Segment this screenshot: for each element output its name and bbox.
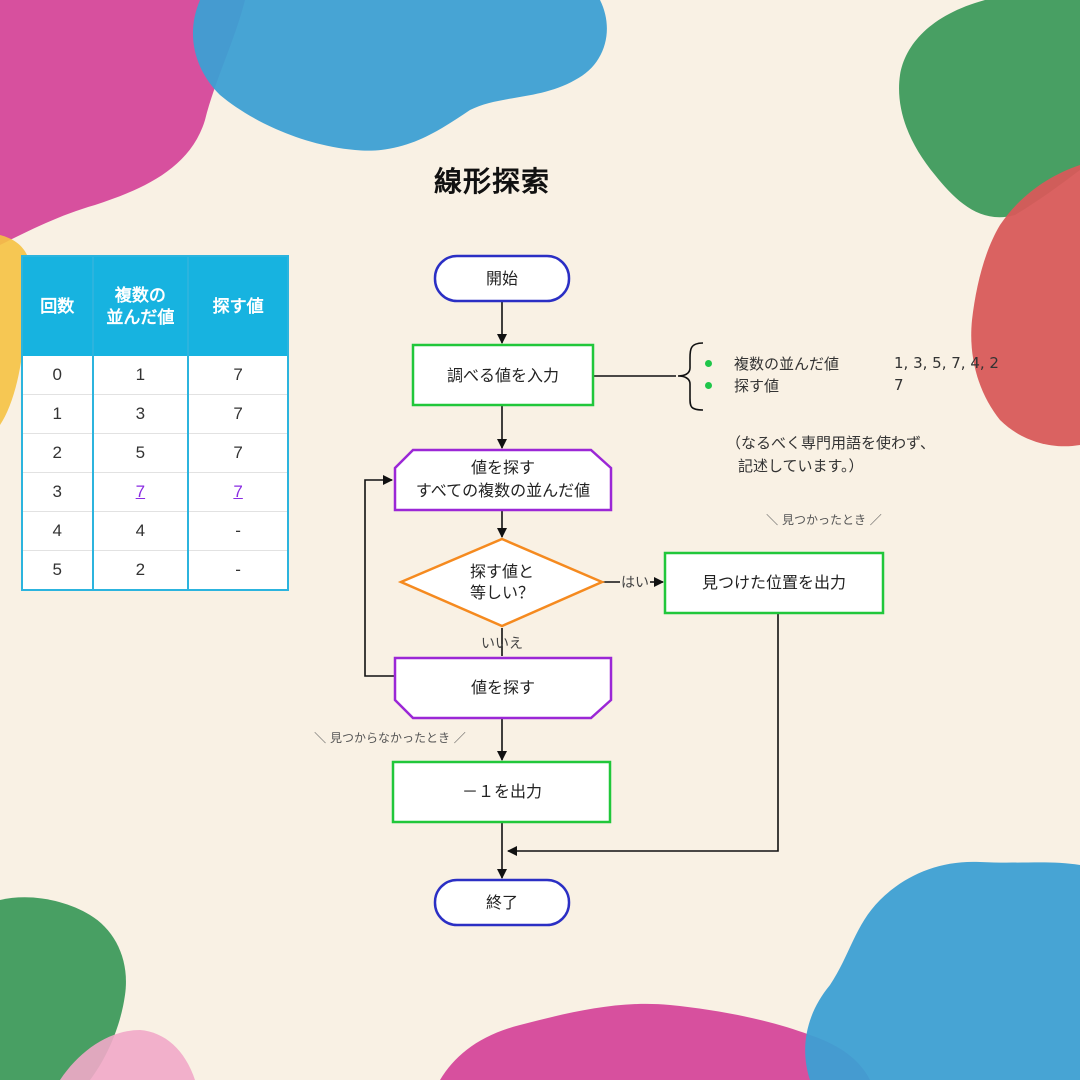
label-loop-end: 値を探す: [471, 678, 535, 697]
cell-value: 4: [92, 511, 190, 551]
curly-brace: [677, 342, 704, 411]
cell-target: 7: [188, 433, 288, 473]
label-yes: はい: [621, 575, 649, 591]
bullet-icon: [705, 359, 712, 367]
node-loop-start[interactable]: [393, 448, 613, 512]
note-not-found: ＼ 見つからなかったとき ／: [314, 731, 466, 745]
note-found: ＼ 見つかったとき ／: [766, 513, 882, 527]
cell-value-link[interactable]: 7: [92, 472, 190, 512]
blob-pink-bottom: [440, 1003, 870, 1080]
blob-red-right: [971, 165, 1080, 447]
header-target: 探す値: [188, 256, 288, 356]
input-value: 1, 3, 5, 7, 4, 2: [894, 354, 999, 372]
input-list: 複数の並んだ値 1, 3, 5, 7, 4, 2 探す値 7: [705, 352, 999, 396]
label-decision-2: 等しい？: [470, 583, 534, 602]
cell-count: 5: [22, 550, 94, 591]
cell-target: -: [188, 550, 288, 591]
cell-count: 0: [22, 356, 94, 395]
note-line-2: 記述しています。）: [738, 457, 864, 475]
table-row: 1 3 7: [22, 394, 288, 434]
label-input: 調べる値を入力: [447, 366, 559, 385]
cell-target-link[interactable]: 7: [188, 472, 288, 512]
edge-loop-back: [364, 475, 395, 677]
label-decision-1: 探す値と: [470, 562, 534, 581]
header-values: 複数の並んだ値: [92, 256, 190, 356]
cell-count: 3: [22, 472, 94, 512]
bullet-icon: [705, 381, 712, 389]
label-end: 終了: [486, 893, 518, 912]
label-start: 開始: [486, 269, 518, 288]
table-row: 2 5 7: [22, 433, 288, 473]
edge-found-merge: [507, 614, 779, 856]
table-row: 4 4 -: [22, 511, 288, 551]
cell-value: 3: [92, 394, 190, 434]
node-output-found[interactable]: [663, 551, 885, 615]
list-item: 複数の並んだ値 1, 3, 5, 7, 4, 2: [705, 352, 999, 374]
node-end[interactable]: [433, 878, 571, 927]
blob-pink-bottom-left: [60, 1030, 195, 1080]
blob-pink-top-left: [0, 0, 245, 245]
table-header-row: 回数 複数の並んだ値 探す値: [22, 256, 288, 356]
list-item: 探す値 7: [705, 374, 999, 396]
node-start[interactable]: [433, 254, 571, 303]
blob-blue-bottom-right: [805, 861, 1080, 1080]
trace-table: 回数 複数の並んだ値 探す値 0 1 7 1 3 7 2 5 7 3 7 7 4…: [21, 255, 289, 591]
label-loop-start-2: すべての複数の並んだ値: [416, 481, 590, 500]
cell-value: 2: [92, 550, 190, 591]
input-label: 探す値: [734, 376, 780, 395]
input-value: 7: [894, 376, 904, 394]
note-line-1: （なるべく専門用語を使わず、: [726, 434, 935, 452]
cell-value: 5: [92, 433, 190, 473]
node-decision[interactable]: [397, 537, 606, 628]
node-loop-end[interactable]: [393, 656, 613, 720]
label-loop-start-1: 値を探す: [471, 458, 535, 477]
table-row: 0 1 7: [22, 356, 288, 395]
cell-target: -: [188, 511, 288, 551]
cell-count: 1: [22, 394, 94, 434]
cell-target: 7: [188, 394, 288, 434]
label-output-not-found: －１を出力: [462, 782, 542, 801]
cell-count: 2: [22, 433, 94, 473]
cell-value: 1: [92, 356, 190, 395]
blob-green-top-right: [899, 0, 1080, 218]
node-output-not-found[interactable]: [391, 760, 612, 824]
input-label: 複数の並んだ値: [734, 354, 840, 373]
node-input[interactable]: [411, 343, 595, 407]
header-count: 回数: [22, 256, 94, 356]
table-row-match: 3 7 7: [22, 472, 288, 512]
blob-blue-top: [192, 0, 607, 151]
cell-target: 7: [188, 356, 288, 395]
cell-count: 4: [22, 511, 94, 551]
label-no: いいえ: [481, 636, 523, 652]
blob-green-bottom-left: [0, 897, 126, 1080]
table-row: 5 2 -: [22, 550, 288, 591]
page-title: 線形探索: [433, 165, 550, 198]
label-output-found: 見つけた位置を出力: [702, 573, 846, 592]
